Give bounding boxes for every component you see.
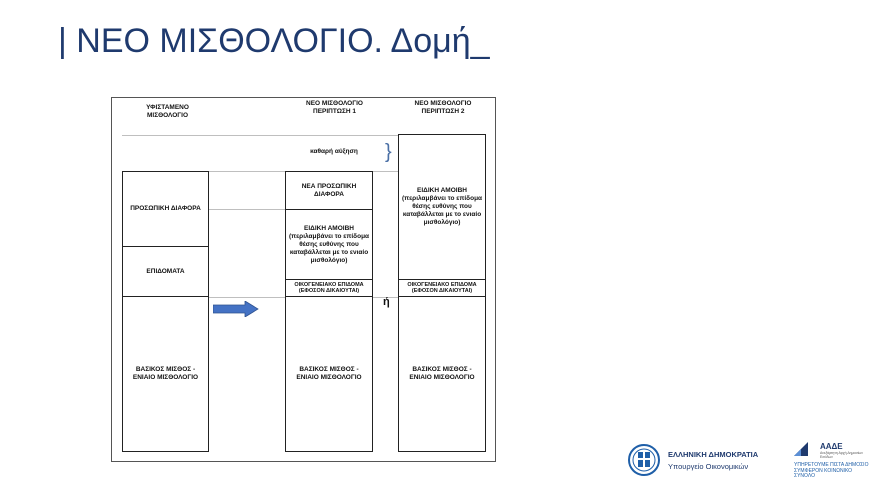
box-personal-difference: ΠΡΟΣΩΠΙΚΗ ΔΙΑΦΟΡΑ	[122, 171, 209, 247]
salary-structure-diagram: ΥΦΙΣΤΑΜΕΝΟ ΜΙΣΘΟΛΟΓΙΟ ΝΕΟ ΜΙΣΘΟΛΟΓΙΟ ΠΕΡ…	[111, 97, 496, 462]
box-new-personal-difference: ΝΕΑ ΠΡΟΣΩΠΙΚΗ ΔΙΑΦΟΡΑ	[285, 171, 373, 210]
box-allowances: ΕΠΙΔΟΜΑΤΑ	[122, 246, 209, 297]
or-label: ή	[383, 296, 390, 308]
coat-of-arms-icon	[628, 444, 660, 476]
brace-icon: }	[385, 141, 392, 163]
right-arrow-icon	[213, 301, 259, 317]
header-case2: ΝΕΟ ΜΙΣΘΟΛΟΓΙΟ ΠΕΡΙΠΤΩΣΗ 2	[414, 100, 472, 115]
guide-line	[122, 135, 398, 136]
aade-subtitle: Ανεξάρτητη Αρχή Δημοσίων Εσόδων	[820, 451, 864, 459]
aade-motto: ΥΠΗΡΕΤΟΥΜΕ ΠΙΣΤΑ ΔΗΜΟΣΙΟ ΣΥΜΦΕΡΟΝ ΚΟΙΝΩΝ…	[794, 462, 869, 479]
box-family-allowance-case1: ΟΙΚΟΓΕΝΕΙΑΚΟ ΕΠΙΔΟΜΑ (ΕΦΟΣΟΝ ΔΙΚΑΙΟΥΤΑΙ)	[285, 279, 373, 297]
box-family-allowance-case2: ΟΙΚΟΓΕΝΕΙΑΚΟ ΕΠΙΔΟΜΑ (ΕΦΟΣΟΝ ΔΙΚΑΙΟΥΤΑΙ)	[398, 279, 486, 297]
header-existing: ΥΦΙΣΤΑΜΕΝΟ ΜΙΣΘΟΛΟΓΙΟ	[146, 104, 189, 119]
header-case1: ΝΕΟ ΜΙΣΘΟΛΟΓΙΟ ΠΕΡΙΠΤΩΣΗ 1	[306, 100, 363, 115]
net-increase-label: καθαρή αύξηση	[310, 148, 358, 155]
hellenic-republic-logo: ΕΛΛΗΝΙΚΗ ΔΗΜΟΚΡΑΤΙΑ Υπουργείο Οικονομικώ…	[628, 442, 763, 480]
box-special-pay-case2: ΕΙΔΙΚΗ ΑΜΟΙΒΗ (περιλαμβάνει το επίδομα θ…	[398, 134, 486, 280]
aade-logo: ΑΑΔΕ Ανεξάρτητη Αρχή Δημοσίων Εσόδων ΥΠΗ…	[792, 440, 872, 482]
box-base-salary-case1: ΒΑΣΙΚΟΣ ΜΙΣΘΟΣ - ΕΝΙΑΙΟ ΜΙΣΘΟΛΟΓΙΟ	[285, 296, 373, 452]
guide-line	[209, 209, 287, 210]
aade-name: ΑΑΔΕ	[820, 442, 843, 451]
box-special-pay-case1: ΕΙΔΙΚΗ ΑΜΟΙΒΗ (περιλαμβάνει το επίδομα θ…	[285, 209, 373, 280]
box-base-salary-case2: ΒΑΣΙΚΟΣ ΜΙΣΘΟΣ - ΕΝΙΑΙΟ ΜΙΣΘΟΛΟΓΙΟ	[398, 296, 486, 452]
guide-line	[122, 171, 398, 172]
slide-title: | ΝΕΟ ΜΙΣΘΟΛΟΓΙΟ. Δομή_	[58, 22, 490, 60]
aade-mark-icon	[794, 442, 808, 456]
ministry-name: Υπουργείο Οικονομικών	[668, 462, 749, 471]
box-base-salary-existing: ΒΑΣΙΚΟΣ ΜΙΣΘΟΣ - ΕΝΙΑΙΟ ΜΙΣΘΟΛΟΓΙΟ	[122, 296, 209, 452]
republic-name: ΕΛΛΗΝΙΚΗ ΔΗΜΟΚΡΑΤΙΑ	[668, 450, 759, 459]
